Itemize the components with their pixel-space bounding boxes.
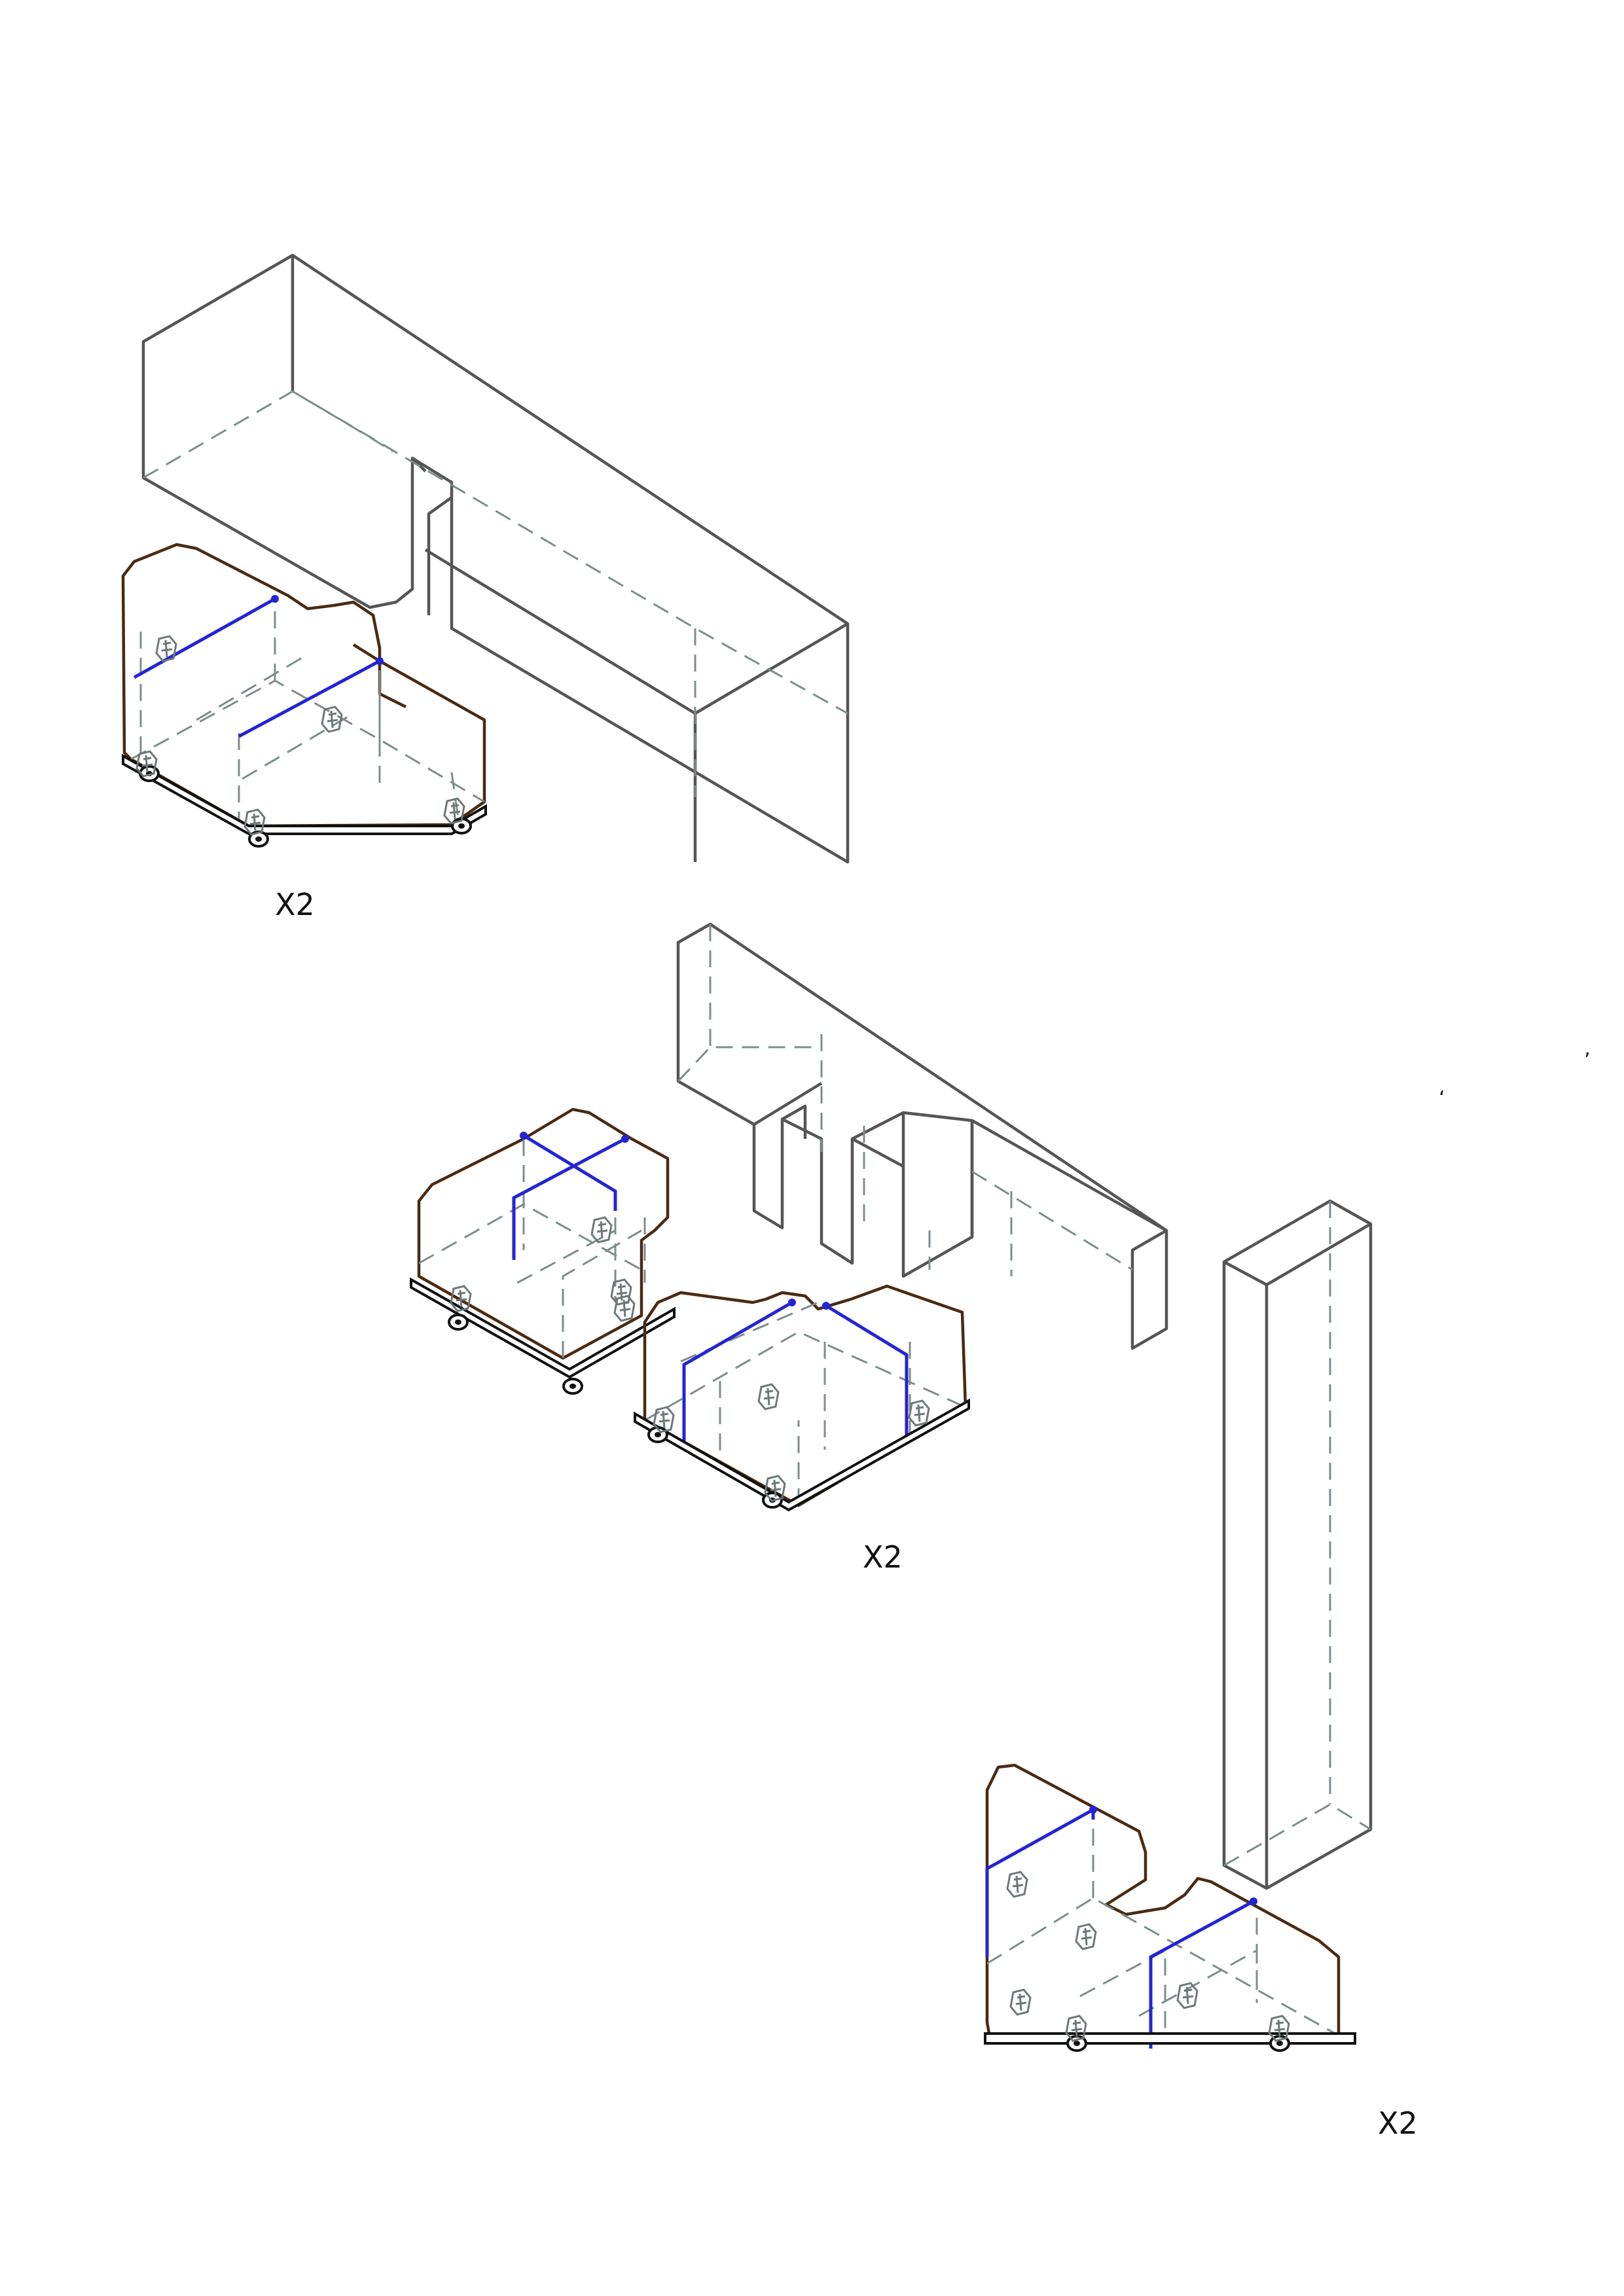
group-2-left-module — [410, 1107, 676, 1395]
group-2-quantity-label: X2 — [863, 1539, 903, 1575]
comma-mark-left: ‘ — [1439, 1087, 1445, 1110]
group-3-module — [984, 1763, 1356, 2052]
group-1-assembly: X2 — [121, 253, 850, 922]
group-3-quantity-label: X2 — [1378, 2106, 1418, 2141]
group-3-tall-column — [1222, 1199, 1373, 1890]
comma-mark-right: ’ — [1584, 1049, 1591, 1072]
group-1-enclosure-box — [141, 253, 850, 864]
group-2-assembly: X2 — [410, 922, 1168, 1575]
group-1-quantity-label: X2 — [275, 887, 315, 922]
group-2-enclosure-box — [676, 922, 1168, 1350]
group-1-module — [121, 543, 487, 848]
group-3-assembly: X2 — [984, 1199, 1418, 2141]
group-2-right-module — [634, 1284, 970, 1512]
